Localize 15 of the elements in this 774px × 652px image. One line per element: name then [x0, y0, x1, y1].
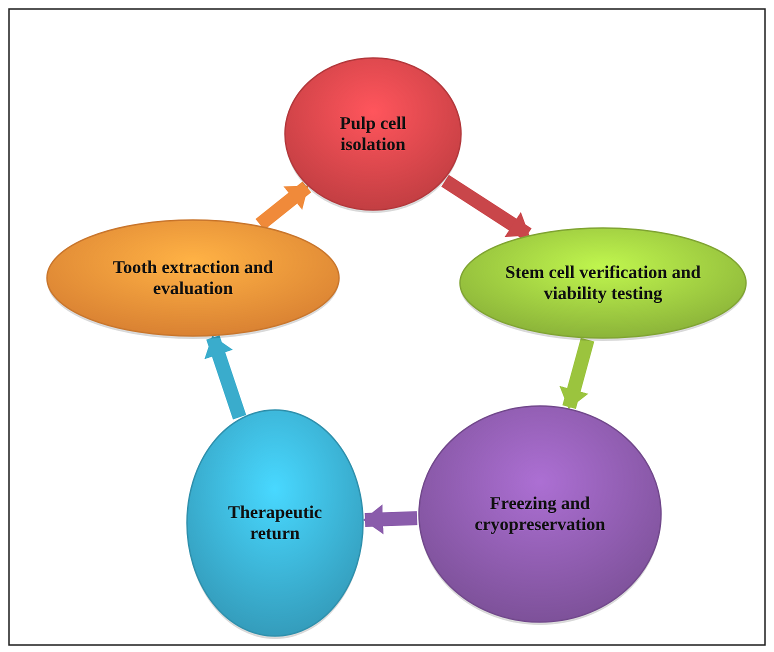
block-arrow — [559, 338, 594, 410]
ellipse-node — [458, 226, 748, 340]
ellipse-node — [185, 408, 365, 638]
step-label: Freezing and cryopreservation — [474, 493, 606, 535]
ellipse-node — [283, 56, 463, 212]
step-label: Stem cell verification and viability testing — [504, 262, 702, 304]
ellipse-node — [45, 218, 341, 338]
block-arrow — [204, 335, 246, 420]
block-arrow — [362, 504, 418, 534]
step-label: Pulp cell isolation — [338, 113, 408, 155]
block-arrow — [441, 174, 532, 240]
block-arrow — [256, 181, 312, 230]
ellipse-node — [417, 404, 663, 624]
step-label: Therapeutic return — [227, 502, 323, 544]
step-label: Tooth extraction and evaluation — [112, 257, 274, 299]
